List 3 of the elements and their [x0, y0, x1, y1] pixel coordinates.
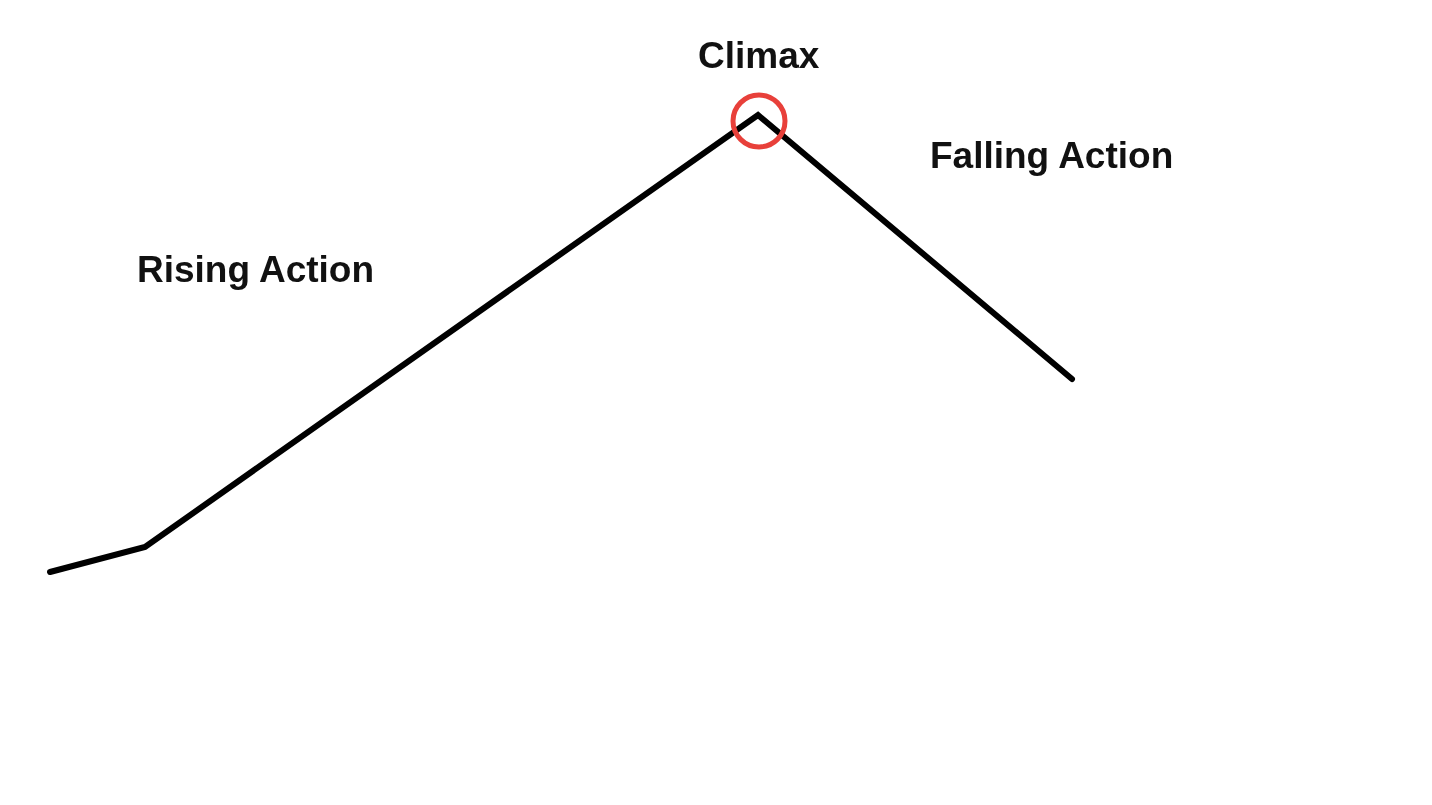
stage-label: Falling Action: [930, 136, 1174, 177]
stage-label: Rising Action: [137, 250, 375, 291]
peak-label: Climax: [698, 36, 820, 77]
